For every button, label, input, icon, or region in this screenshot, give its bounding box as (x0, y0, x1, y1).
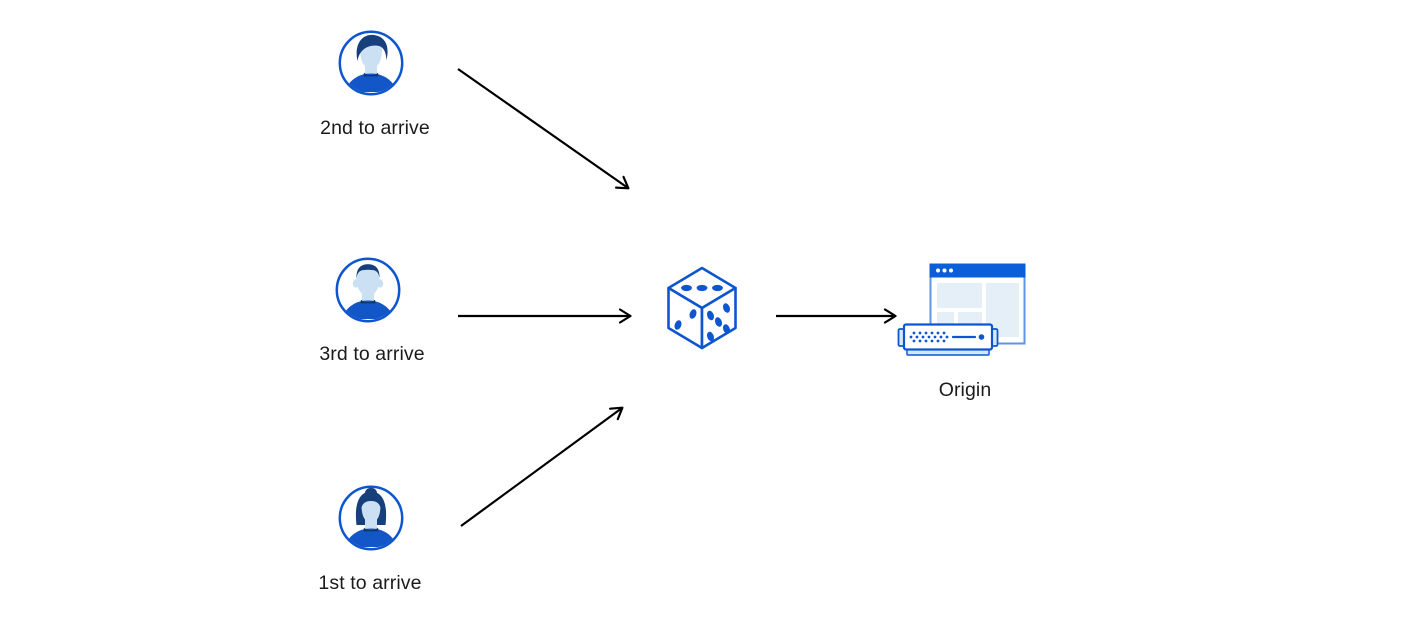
user-avatar-male-swept-hair-icon (338, 30, 404, 96)
dice-icon (667, 266, 737, 350)
client-top-label: 2nd to arrive (320, 117, 430, 139)
user-avatar-male-short-hair-icon (335, 257, 401, 323)
user-avatar-female-bun-icon (338, 485, 404, 551)
origin-server-icon (895, 262, 1030, 367)
arrow-client-top-to-dice (457, 68, 630, 190)
client-middle-label: 3rd to arrive (319, 343, 425, 365)
client-bottom-label: 1st to arrive (318, 572, 422, 594)
origin-label: Origin (938, 379, 992, 401)
arrow-client-bottom-to-dice (460, 406, 624, 527)
